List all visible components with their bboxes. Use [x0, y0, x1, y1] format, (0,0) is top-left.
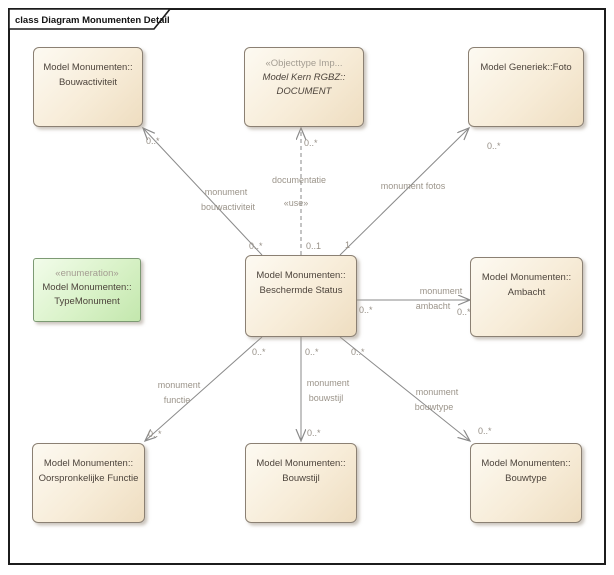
- node-bouwtype[interactable]: Model Monumenten:: Bouwtype: [470, 443, 582, 523]
- multiplicity: 0..*: [146, 136, 160, 146]
- connector-label: monument: [205, 187, 248, 197]
- node-bouwstijl[interactable]: Model Monumenten:: Bouwstijl: [245, 443, 357, 523]
- multiplicity: 0..*: [305, 347, 319, 357]
- node-document[interactable]: «Objecttype Imp... Model Kern RGBZ:: DOC…: [244, 47, 364, 127]
- multiplicity: 0..1: [306, 241, 321, 251]
- connector-monument-functie[interactable]: [145, 336, 263, 441]
- multiplicity: 0..*: [478, 426, 492, 436]
- node-name: DOCUMENT: [276, 86, 332, 97]
- connector-monument-fotos[interactable]: [339, 128, 469, 256]
- multiplicity: 1: [345, 240, 350, 250]
- node-beschermde-status[interactable]: Model Monumenten:: Beschermde Status: [245, 255, 357, 337]
- multiplicity: 0..*: [457, 307, 471, 317]
- node-foto[interactable]: Model Generiek::Foto: [468, 47, 584, 127]
- node-name: Model Kern RGBZ::: [262, 72, 346, 83]
- node-name: Model Monumenten::: [256, 270, 346, 281]
- node-oorspronkelijke-functie[interactable]: Model Monumenten:: Oorspronkelijke Funct…: [32, 443, 145, 523]
- node-name: Model Monumenten::: [43, 458, 134, 469]
- node-name: Ambacht: [507, 287, 546, 298]
- multiplicity: 0..*: [487, 141, 501, 151]
- diagram-title: class Diagram Monumenten Detail: [15, 15, 170, 26]
- connector-label: monument: [416, 387, 459, 397]
- connector-label: functie: [164, 395, 191, 405]
- connector-label: monument: [158, 380, 201, 390]
- multiplicity: 0..*: [307, 428, 321, 438]
- node-name: Model Monumenten::: [481, 458, 571, 469]
- stereotype-label: «Objecttype Imp...: [265, 58, 343, 69]
- node-name: TypeMonument: [54, 296, 120, 307]
- connector-label: monument fotos: [381, 181, 446, 191]
- diagram-tab: [8, 8, 172, 30]
- node-name: Oorspronkelijke Functie: [38, 473, 139, 484]
- node-name: Bouwstijl: [282, 473, 320, 484]
- diagram-frame: [8, 8, 606, 565]
- node-type-monument[interactable]: «enumeration» Model Monumenten:: TypeMon…: [33, 258, 141, 322]
- node-name: Model Monumenten::: [256, 458, 346, 469]
- connector-label: bouwstijl: [309, 393, 344, 403]
- connector-label: ambacht: [416, 301, 451, 311]
- multiplicity: 0..*: [148, 429, 162, 439]
- node-name: Model Generiek::Foto: [480, 62, 572, 73]
- connector-monument-bouwactiviteit[interactable]: [143, 128, 263, 256]
- multiplicity: 0..*: [359, 305, 373, 315]
- connector-label: «use»: [284, 198, 309, 208]
- node-name: Bouwtype: [505, 473, 547, 484]
- multiplicity: 0..*: [304, 138, 318, 148]
- connector-monument-bouwtype[interactable]: [339, 336, 470, 441]
- stereotype-label: «enumeration»: [55, 268, 119, 279]
- multiplicity: 0..*: [351, 347, 365, 357]
- node-name: Model Monumenten::: [481, 272, 572, 283]
- connector-label: bouwactiviteit: [201, 202, 256, 212]
- multiplicity: 0..*: [252, 347, 266, 357]
- multiplicity: 0..*: [249, 241, 263, 251]
- node-bouwactiviteit[interactable]: Model Monumenten:: Bouwactiviteit: [33, 47, 143, 127]
- node-name: Bouwactiviteit: [58, 77, 118, 88]
- node-name: Model Monumenten::: [42, 282, 132, 293]
- node-ambacht[interactable]: Model Monumenten:: Ambacht: [470, 257, 583, 337]
- node-name: Beschermde Status: [259, 285, 343, 296]
- connector-label: monument: [307, 378, 350, 388]
- connector-label: documentatie: [272, 175, 326, 185]
- node-name: Model Monumenten::: [43, 62, 133, 73]
- connector-label: monument: [420, 286, 463, 296]
- connector-label: bouwtype: [415, 402, 454, 412]
